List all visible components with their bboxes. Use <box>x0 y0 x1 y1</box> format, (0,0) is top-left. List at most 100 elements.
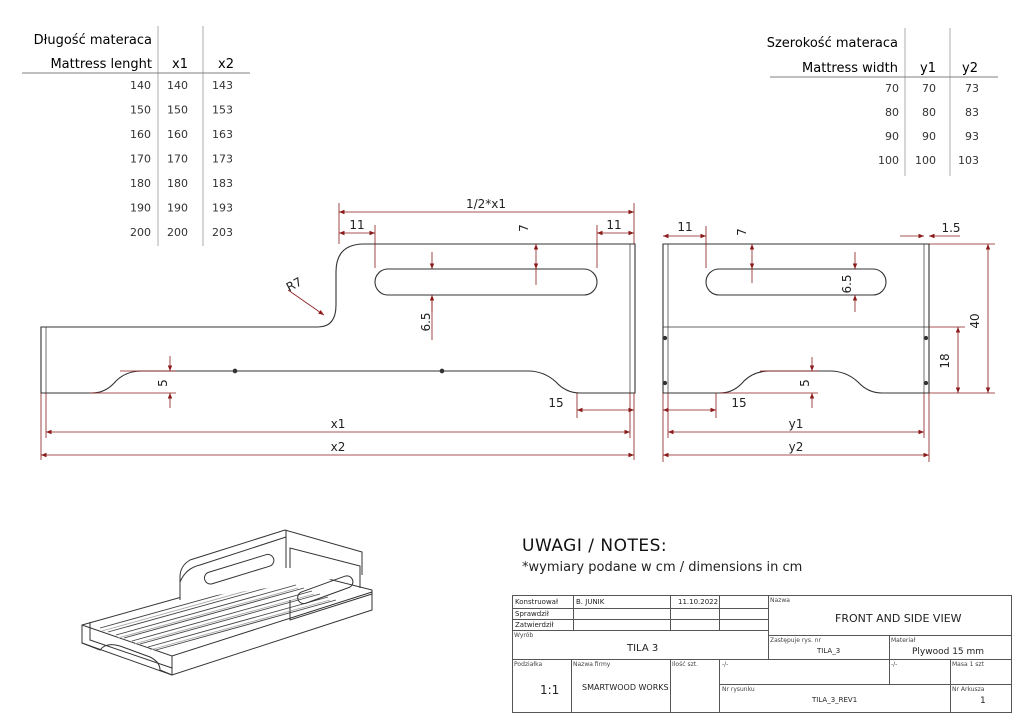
side-dim-11: 11 <box>677 220 692 234</box>
width-table-cell: 73 <box>965 82 979 95</box>
length-table-cell: 180 <box>130 177 151 190</box>
length-header-pl: Długość materaca <box>34 33 152 48</box>
front-view-outline <box>40 243 636 394</box>
side-dim-1-5: 1.5 <box>941 221 960 235</box>
dim-x2: x2 <box>331 440 346 454</box>
dim-x1: x1 <box>331 417 346 431</box>
side-dim-40: 40 <box>968 313 982 328</box>
width-table-cell: 100 <box>915 154 936 167</box>
zastepuje-value: TILA_3 <box>817 647 841 655</box>
length-table-cell: 150 <box>167 104 188 117</box>
width-col-y1: y1 <box>920 61 936 76</box>
nr-rysunku-value: TILA_3_REV1 <box>812 696 858 704</box>
dim-r7: R7 <box>284 275 305 295</box>
dim-6-5: 6.5 <box>419 312 433 331</box>
width-col-y2: y2 <box>962 61 978 76</box>
sprawdzil-label: Sprawdził <box>515 610 549 618</box>
ilosc-label: Ilość szt. <box>672 661 698 668</box>
width-header-pl: Szerokość materaca <box>767 36 898 51</box>
width-table-cell: 80 <box>922 106 936 119</box>
length-table-cell: 200 <box>130 226 151 239</box>
podzialka-value: 1:1 <box>540 683 560 697</box>
firma-label: Nazwa firmy <box>573 661 611 668</box>
dim-15: 15 <box>548 396 563 410</box>
notes-text: *wymiary podane w cm / dimensions in cm <box>522 560 803 575</box>
width-table-cell: 103 <box>958 154 979 167</box>
nr-rysunku-label: Nr rysunku <box>722 686 755 693</box>
side-dim-y1: y1 <box>789 417 804 431</box>
length-table-cell: 173 <box>212 153 233 166</box>
width-table-cell: 100 <box>878 154 899 167</box>
width-table-cell: 93 <box>965 130 979 143</box>
length-table-cell: 150 <box>130 104 151 117</box>
konstruowal-label: Konstruował <box>515 598 558 606</box>
length-table-cell: 143 <box>212 79 233 92</box>
dim-half-x1: 1/2*x1 <box>466 197 506 211</box>
width-table-cell: 83 <box>965 106 979 119</box>
dim-11-left: 11 <box>349 218 364 232</box>
side-view-outline <box>662 243 930 394</box>
length-table-cell: 170 <box>130 153 151 166</box>
length-header-en: Mattress lenght <box>50 57 152 72</box>
width-table-cell: 70 <box>922 82 936 95</box>
length-table-cell: 180 <box>167 177 188 190</box>
zatwierdzil-label: Zatwierdził <box>515 621 554 629</box>
length-col-x2: x2 <box>218 57 234 72</box>
masa-label: Masa 1 szt <box>952 661 984 668</box>
length-table-cell: 190 <box>130 202 151 215</box>
dim-7: 7 <box>517 224 531 232</box>
date-value: 11.10.2022 <box>678 598 719 606</box>
side-view-dimensions <box>662 226 995 462</box>
title-block: Konstruował B. JUNIK 11.10.2022 Sprawdzi… <box>512 595 1012 713</box>
length-table-cell: 183 <box>212 177 233 190</box>
nazwa-value: FRONT AND SIDE VIEW <box>835 612 962 625</box>
side-dim-15: 15 <box>731 396 746 410</box>
firma-value: SMARTWOOD WORKS <box>582 683 669 692</box>
front-view-dim-labels: 1/2*x1 11 11 7 6.5 R7 5 15 x1 x2 <box>156 197 622 454</box>
side-dim-y2: y2 <box>789 440 804 454</box>
material-label: Materiał <box>891 637 916 644</box>
width-table-cell: 70 <box>885 82 899 95</box>
bed-isometric-illustration <box>81 529 373 676</box>
width-table-cell: 80 <box>885 106 899 119</box>
length-table-cell: 203 <box>212 226 233 239</box>
length-table: Długość materaca Mattress lenght x1 x2 1… <box>22 26 250 246</box>
length-table-cell: 153 <box>212 104 233 117</box>
nazwa-label: Nazwa <box>770 597 790 604</box>
width-table-cell: 90 <box>885 130 899 143</box>
nr-arkusza-label: Nr Arkusza <box>952 686 985 693</box>
length-table-cell: 140 <box>167 79 188 92</box>
width-header-en: Mattress width <box>802 61 898 76</box>
length-table-cell: 163 <box>212 128 233 141</box>
konstruowal-value: B. JUNIK <box>576 598 605 606</box>
width-table: Szerokość materaca Mattress width y1 y2 … <box>767 28 998 176</box>
width-table-cell: 90 <box>922 130 936 143</box>
notes-title: UWAGI / NOTES: <box>522 536 668 556</box>
front-view-dimensions <box>40 203 635 460</box>
length-table-cell: 193 <box>212 202 233 215</box>
side-dim-18: 18 <box>938 353 952 368</box>
dash-1: -/- <box>722 661 729 668</box>
dim-11-right: 11 <box>606 218 621 232</box>
side-dim-6-5: 6.5 <box>840 274 854 293</box>
side-view-dim-labels: 11 7 1.5 6.5 40 18 5 15 y1 y2 <box>677 220 982 454</box>
length-table-cell: 140 <box>130 79 151 92</box>
length-table-cell: 160 <box>167 128 188 141</box>
wyrob-label: Wyrób <box>514 632 534 639</box>
notes-section: UWAGI / NOTES: *wymiary podane w cm / di… <box>522 536 802 575</box>
dash-2: -/- <box>891 661 898 668</box>
nr-arkusza-value: 1 <box>980 696 986 706</box>
length-table-cell: 200 <box>167 226 188 239</box>
zastepuje-label: Zastępuje rys. nr <box>770 637 822 644</box>
length-col-x1: x1 <box>172 57 188 72</box>
length-table-cell: 160 <box>130 128 151 141</box>
length-table-cell: 170 <box>167 153 188 166</box>
podzialka-label: Podziałka <box>514 661 543 668</box>
side-dim-7: 7 <box>735 228 749 236</box>
dim-5: 5 <box>156 379 170 387</box>
material-value: Plywood 15 mm <box>912 647 985 657</box>
wyrob-value: TILA 3 <box>627 643 659 654</box>
side-dim-5: 5 <box>798 379 812 387</box>
